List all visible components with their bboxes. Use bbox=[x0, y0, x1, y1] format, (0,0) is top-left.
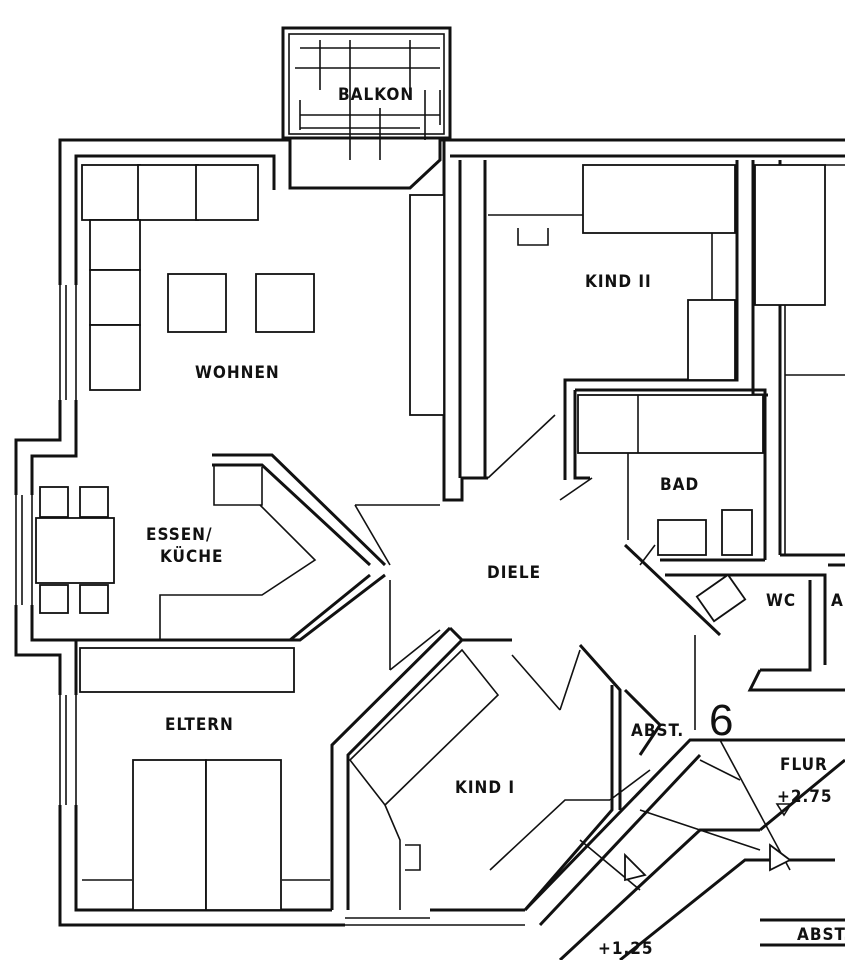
label-ab-cut: AB bbox=[831, 591, 845, 611]
label-kueche: KÜCHE bbox=[160, 545, 223, 567]
furniture bbox=[35, 164, 845, 911]
label-essen: ESSEN/ bbox=[146, 525, 213, 545]
label-bad: BAD bbox=[660, 475, 699, 495]
label-stair-level: +1.25 bbox=[598, 939, 654, 959]
label-wohnen: WOHNEN bbox=[195, 363, 280, 383]
label-flur: FLUR bbox=[780, 755, 828, 775]
label-diele: DIELE bbox=[487, 563, 541, 583]
label-abst: ABST. bbox=[631, 721, 684, 741]
unit-number: 6 bbox=[709, 696, 733, 745]
room-labels: BALKON WOHNEN ESSEN/ KÜCHE KIND II BAD D… bbox=[146, 85, 845, 959]
label-abst-2: ABST. bbox=[797, 925, 845, 945]
label-flur-level: +2.75 bbox=[777, 787, 833, 807]
label-kind2: KIND II bbox=[585, 272, 652, 292]
outer-walls bbox=[14, 138, 845, 927]
label-kind1: KIND I bbox=[455, 778, 515, 798]
label-eltern: ELTERN bbox=[165, 715, 234, 735]
label-wc: WC bbox=[766, 591, 796, 611]
level-marker-icon bbox=[775, 803, 793, 817]
balcony bbox=[281, 26, 452, 160]
label-balkon: BALKON bbox=[338, 85, 414, 105]
staircase bbox=[523, 738, 845, 960]
